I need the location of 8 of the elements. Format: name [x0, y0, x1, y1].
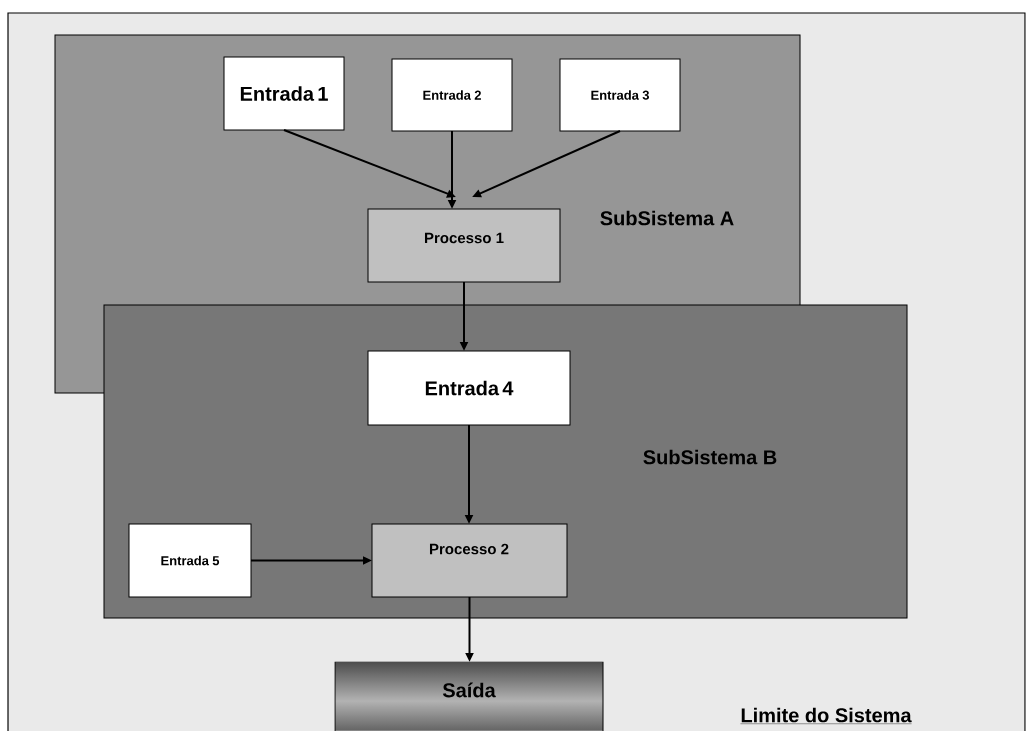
process-box: Processo 2: [371, 523, 568, 598]
input-box: Entrada 3: [559, 58, 681, 132]
input-box: Entrada 1: [223, 56, 345, 131]
output-box: Saída: [334, 661, 604, 731]
process-box: Processo 1: [367, 208, 561, 283]
input-box: Entrada 4: [367, 350, 571, 426]
input-box: Entrada 2: [391, 58, 513, 132]
input-box: Entrada 5: [128, 523, 252, 598]
